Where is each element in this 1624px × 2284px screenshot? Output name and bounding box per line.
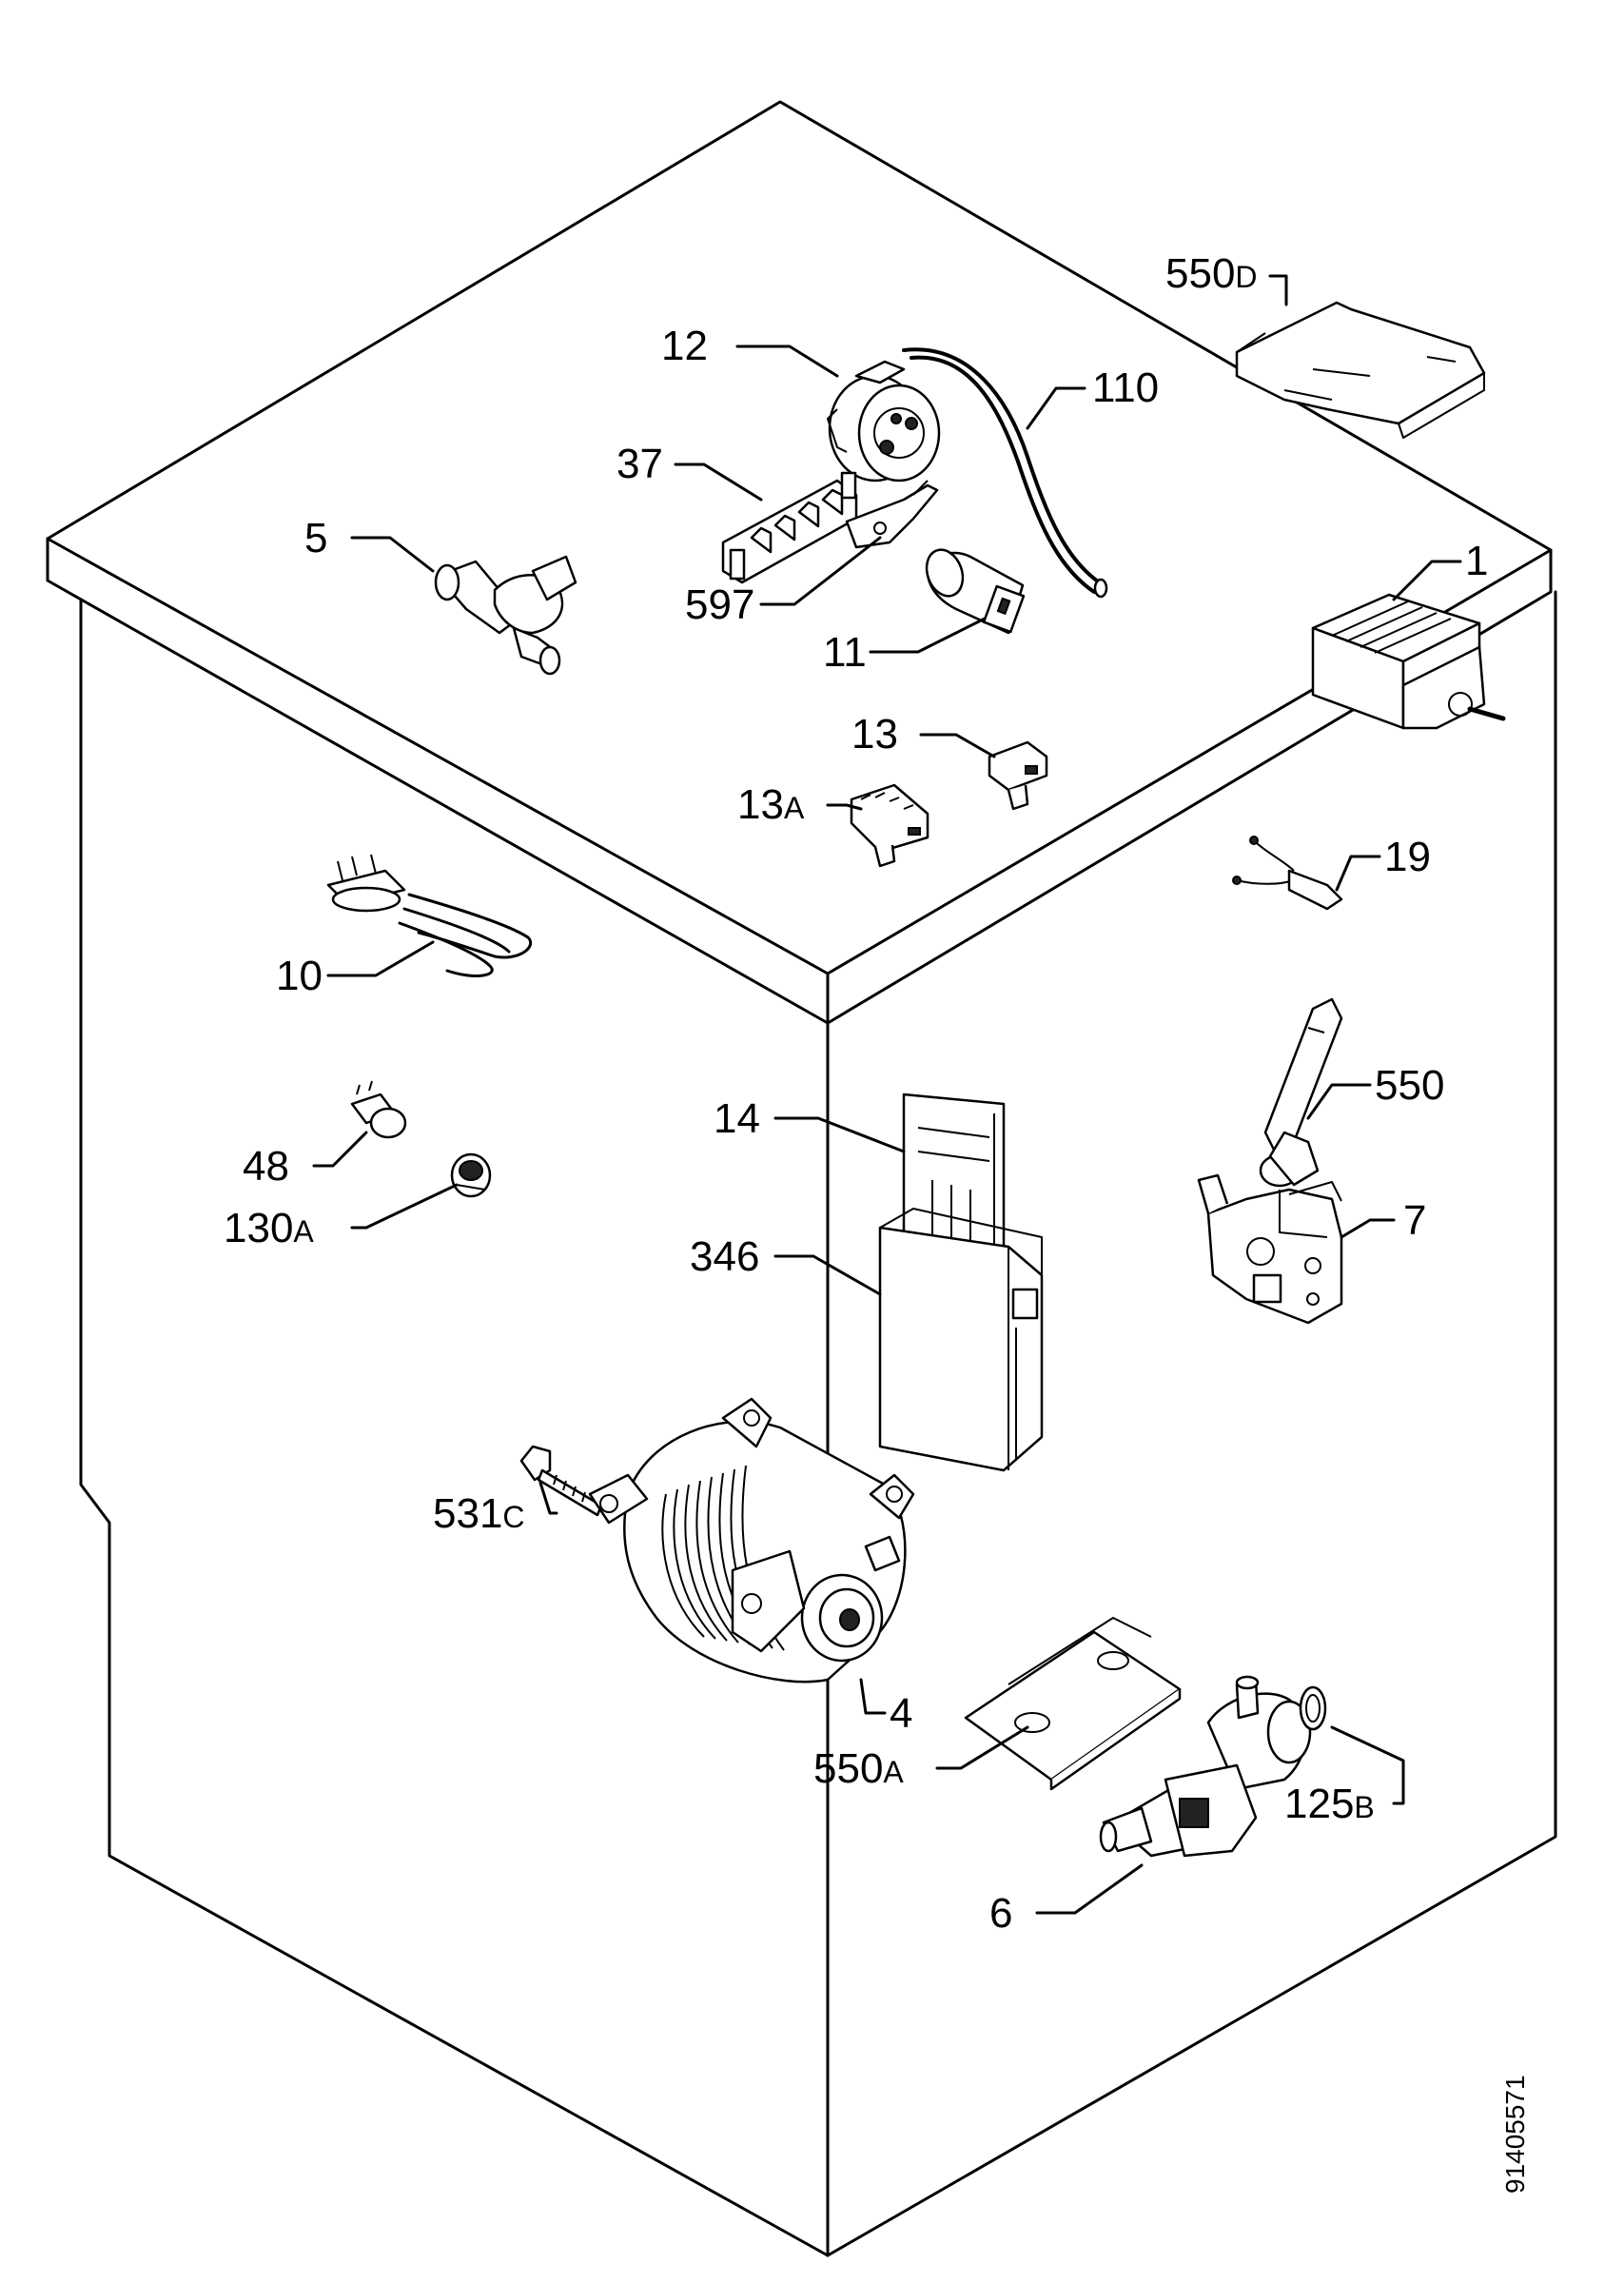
part-130a-knob [450, 1152, 492, 1198]
label-7: 7 [1403, 1197, 1426, 1244]
label-1: 1 [1465, 538, 1488, 584]
label-550d: 550D [1165, 250, 1258, 297]
label-5: 5 [304, 515, 327, 561]
part-1-programmer [1311, 593, 1506, 730]
label-346: 346 [690, 1233, 759, 1280]
part-597-bracket [845, 480, 939, 549]
label-550a: 550A [813, 1745, 904, 1792]
part-19-sensor [1232, 836, 1343, 911]
part-13a-connector [850, 783, 929, 868]
part-14-filter [902, 1093, 1006, 1282]
part-12-pressure-switch [827, 360, 941, 482]
label-37: 37 [616, 441, 663, 487]
part-labels: 550D 12 110 37 5 597 11 1 13 13A 19 10 1… [224, 250, 1488, 1937]
part-48-pilot-lamp [350, 1080, 407, 1139]
drawing-number: 91405571 [1500, 2075, 1530, 2194]
part-6-drain-pump [1099, 1675, 1312, 1858]
part-110-hose [902, 347, 1108, 599]
part-10-heating-element [326, 854, 532, 977]
label-12: 12 [661, 323, 708, 369]
label-10: 10 [276, 953, 323, 999]
label-13a: 13A [737, 781, 805, 828]
part-11-capacitor [925, 548, 1026, 635]
part-13-connector [988, 740, 1048, 811]
part-550a-pad [964, 1617, 1182, 1791]
label-130a: 130A [224, 1205, 314, 1251]
label-4: 4 [890, 1690, 912, 1737]
label-48: 48 [243, 1143, 289, 1190]
part-4-motor [588, 1397, 915, 1683]
label-19: 19 [1384, 834, 1431, 880]
label-11: 11 [823, 629, 867, 676]
part-7-door-lock [1197, 1173, 1343, 1325]
part-37-terminal-block [721, 471, 858, 584]
part-531c-bolt [519, 1445, 603, 1517]
label-14: 14 [714, 1095, 760, 1142]
part-550-lever [1259, 997, 1343, 1188]
label-597: 597 [685, 581, 754, 628]
part-346-housing [878, 1208, 1044, 1472]
label-13: 13 [851, 711, 898, 758]
label-550: 550 [1375, 1062, 1444, 1109]
label-6: 6 [989, 1890, 1012, 1937]
label-531c: 531C [433, 1490, 525, 1537]
part-125b-seal [1299, 1685, 1327, 1731]
leader-lines [312, 274, 1462, 1915]
label-125b: 125B [1284, 1781, 1375, 1827]
part-550d-cover-plate [1235, 301, 1486, 439]
label-110: 110 [1092, 364, 1159, 411]
part-5-inlet-valve [434, 555, 577, 676]
